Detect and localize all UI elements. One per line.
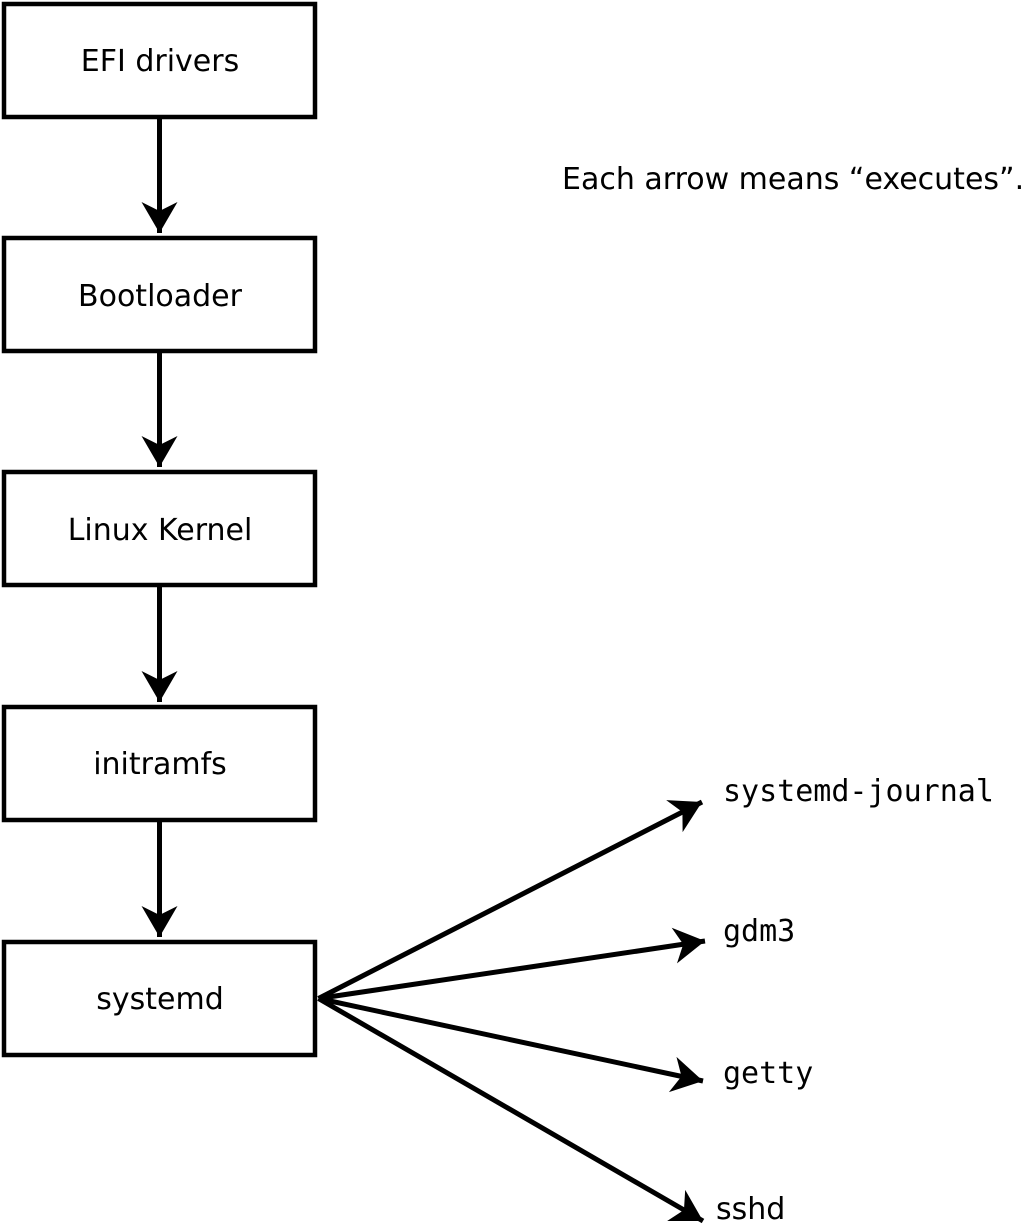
node-systemd: systemd [1,939,318,1058]
linux-kernel-box [1,469,318,588]
sshd-label: sshd [716,1192,785,1227]
node-initramfs: initramfs [1,704,318,823]
systemd-box [1,939,318,1058]
arrow-systemd-to-getty [317,996,704,1093]
node-bootloader: Bootloader [1,235,318,354]
efi-drivers-label: EFI drivers [81,44,239,79]
bootloader-box [1,235,318,354]
initramfs-label: initramfs [93,747,227,782]
initramfs-box [1,704,318,823]
bootloader-label: Bootloader [78,279,243,314]
node-linux-kernel: Linux Kernel [1,469,318,588]
systemd-journal-label: systemd-journal [723,774,994,809]
getty-label: getty [723,1056,813,1091]
arrow-meaning-note: Each arrow means “executes”. [562,162,1023,197]
node-efi-drivers: EFI drivers [1,1,318,120]
arrow-systemd-to-sshd [317,996,705,1224]
linux-kernel-label: Linux Kernel [68,513,253,548]
gdm3-label: gdm3 [723,914,795,949]
efi-drivers-box [1,1,318,120]
arrow-systemd-to-systemd-journal [317,799,704,1001]
arrow-systemd-to-gdm3 [318,927,706,1001]
systemd-label: systemd [96,982,224,1017]
